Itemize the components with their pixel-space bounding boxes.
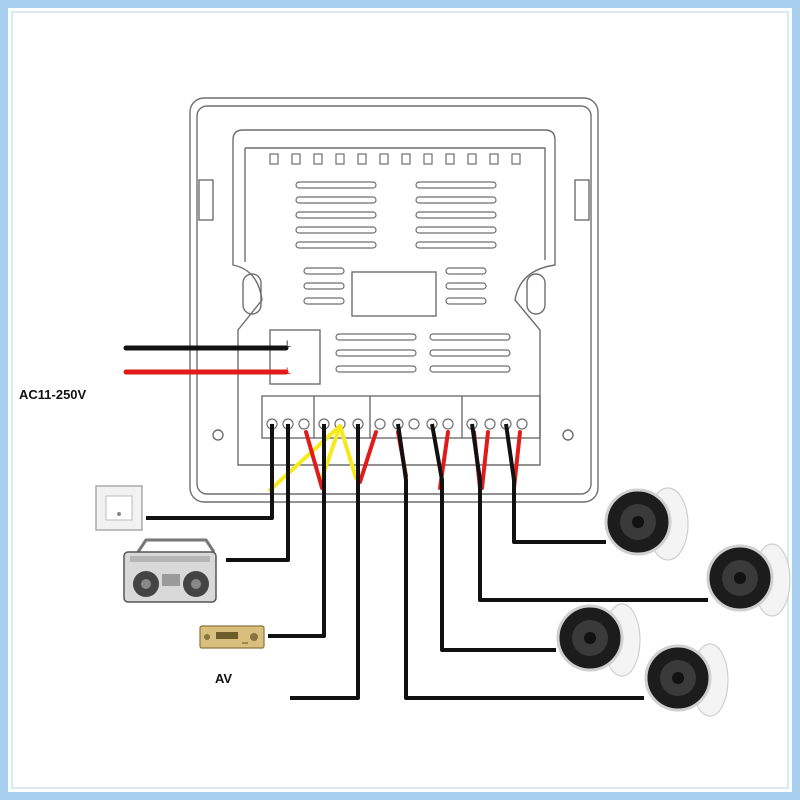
ceiling-speaker-icon [604, 487, 689, 561]
ac-power-wires [123, 345, 289, 375]
wall-switch-icon [95, 485, 143, 531]
ceiling-speaker-icon [706, 543, 791, 617]
boombox-icon [123, 538, 217, 603]
av-device-label: AV [215, 671, 233, 686]
ceiling-speaker-icon [556, 603, 641, 677]
connector-teeth [269, 153, 521, 165]
av-receiver-icon [199, 625, 265, 649]
ceiling-speaker-icon [644, 643, 729, 717]
power-terminal-bottom-label: L [286, 366, 292, 376]
power-input-label: AC11-250V [19, 387, 87, 402]
power-terminal-top-label: L [286, 339, 292, 349]
black-wires [146, 423, 708, 700]
vent-slots [295, 181, 511, 373]
